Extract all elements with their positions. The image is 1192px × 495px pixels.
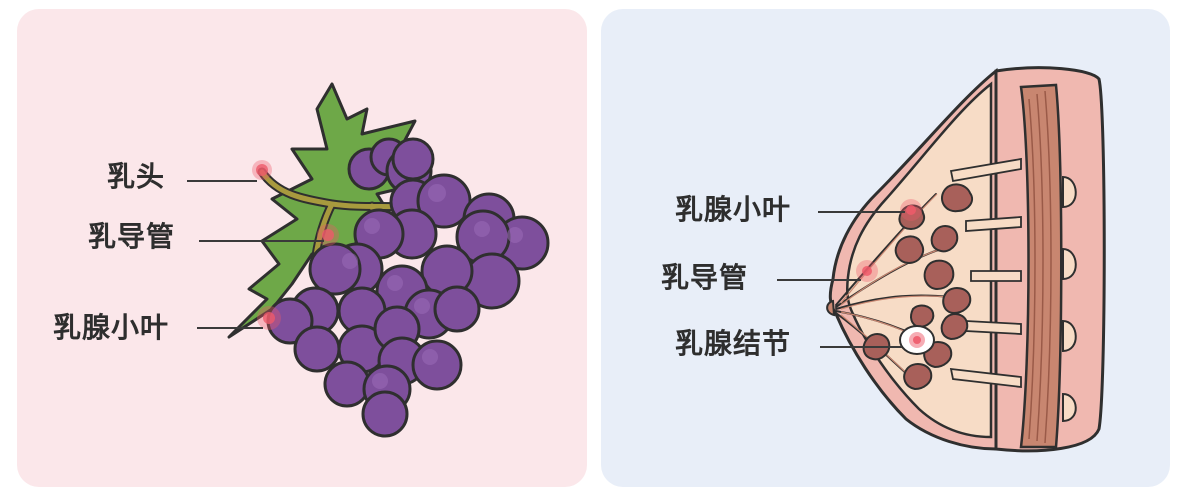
duct-highlight-marker [856,260,878,282]
pectoral-muscle [1019,83,1063,449]
leader-nodule [820,346,902,348]
label-duct-right: 乳导管 [661,261,749,294]
leader-lobule-right [818,211,905,213]
duct-marker [317,224,339,246]
nodule-marker [899,325,935,355]
grape-leaf [227,82,421,339]
lobule-marker [257,306,281,330]
breast-anatomy-panel: 乳腺小叶 乳导管 乳腺结节 [601,9,1170,487]
label-lobule-right: 乳腺小叶 [675,193,792,226]
grape-cluster-illustration [227,82,550,438]
grape-diagram-panel: 乳头 乳导管 乳腺小叶 [17,9,587,487]
breast-cross-section-illustration [826,66,1106,453]
label-lobule-left: 乳腺小叶 [53,311,170,344]
nipple-marker [252,160,272,180]
leader-nipple [187,180,257,182]
nipple [826,299,836,317]
leader-duct-right [777,279,861,281]
leader-duct-left [199,240,324,242]
label-nodule: 乳腺结节 [675,327,792,360]
leader-lobule-left [197,327,263,329]
lobules [862,183,974,391]
ribs [1062,175,1077,423]
label-duct-left: 乳导管 [88,220,176,253]
lobule-highlight-marker [900,199,922,221]
label-nipple: 乳头 [107,160,166,193]
